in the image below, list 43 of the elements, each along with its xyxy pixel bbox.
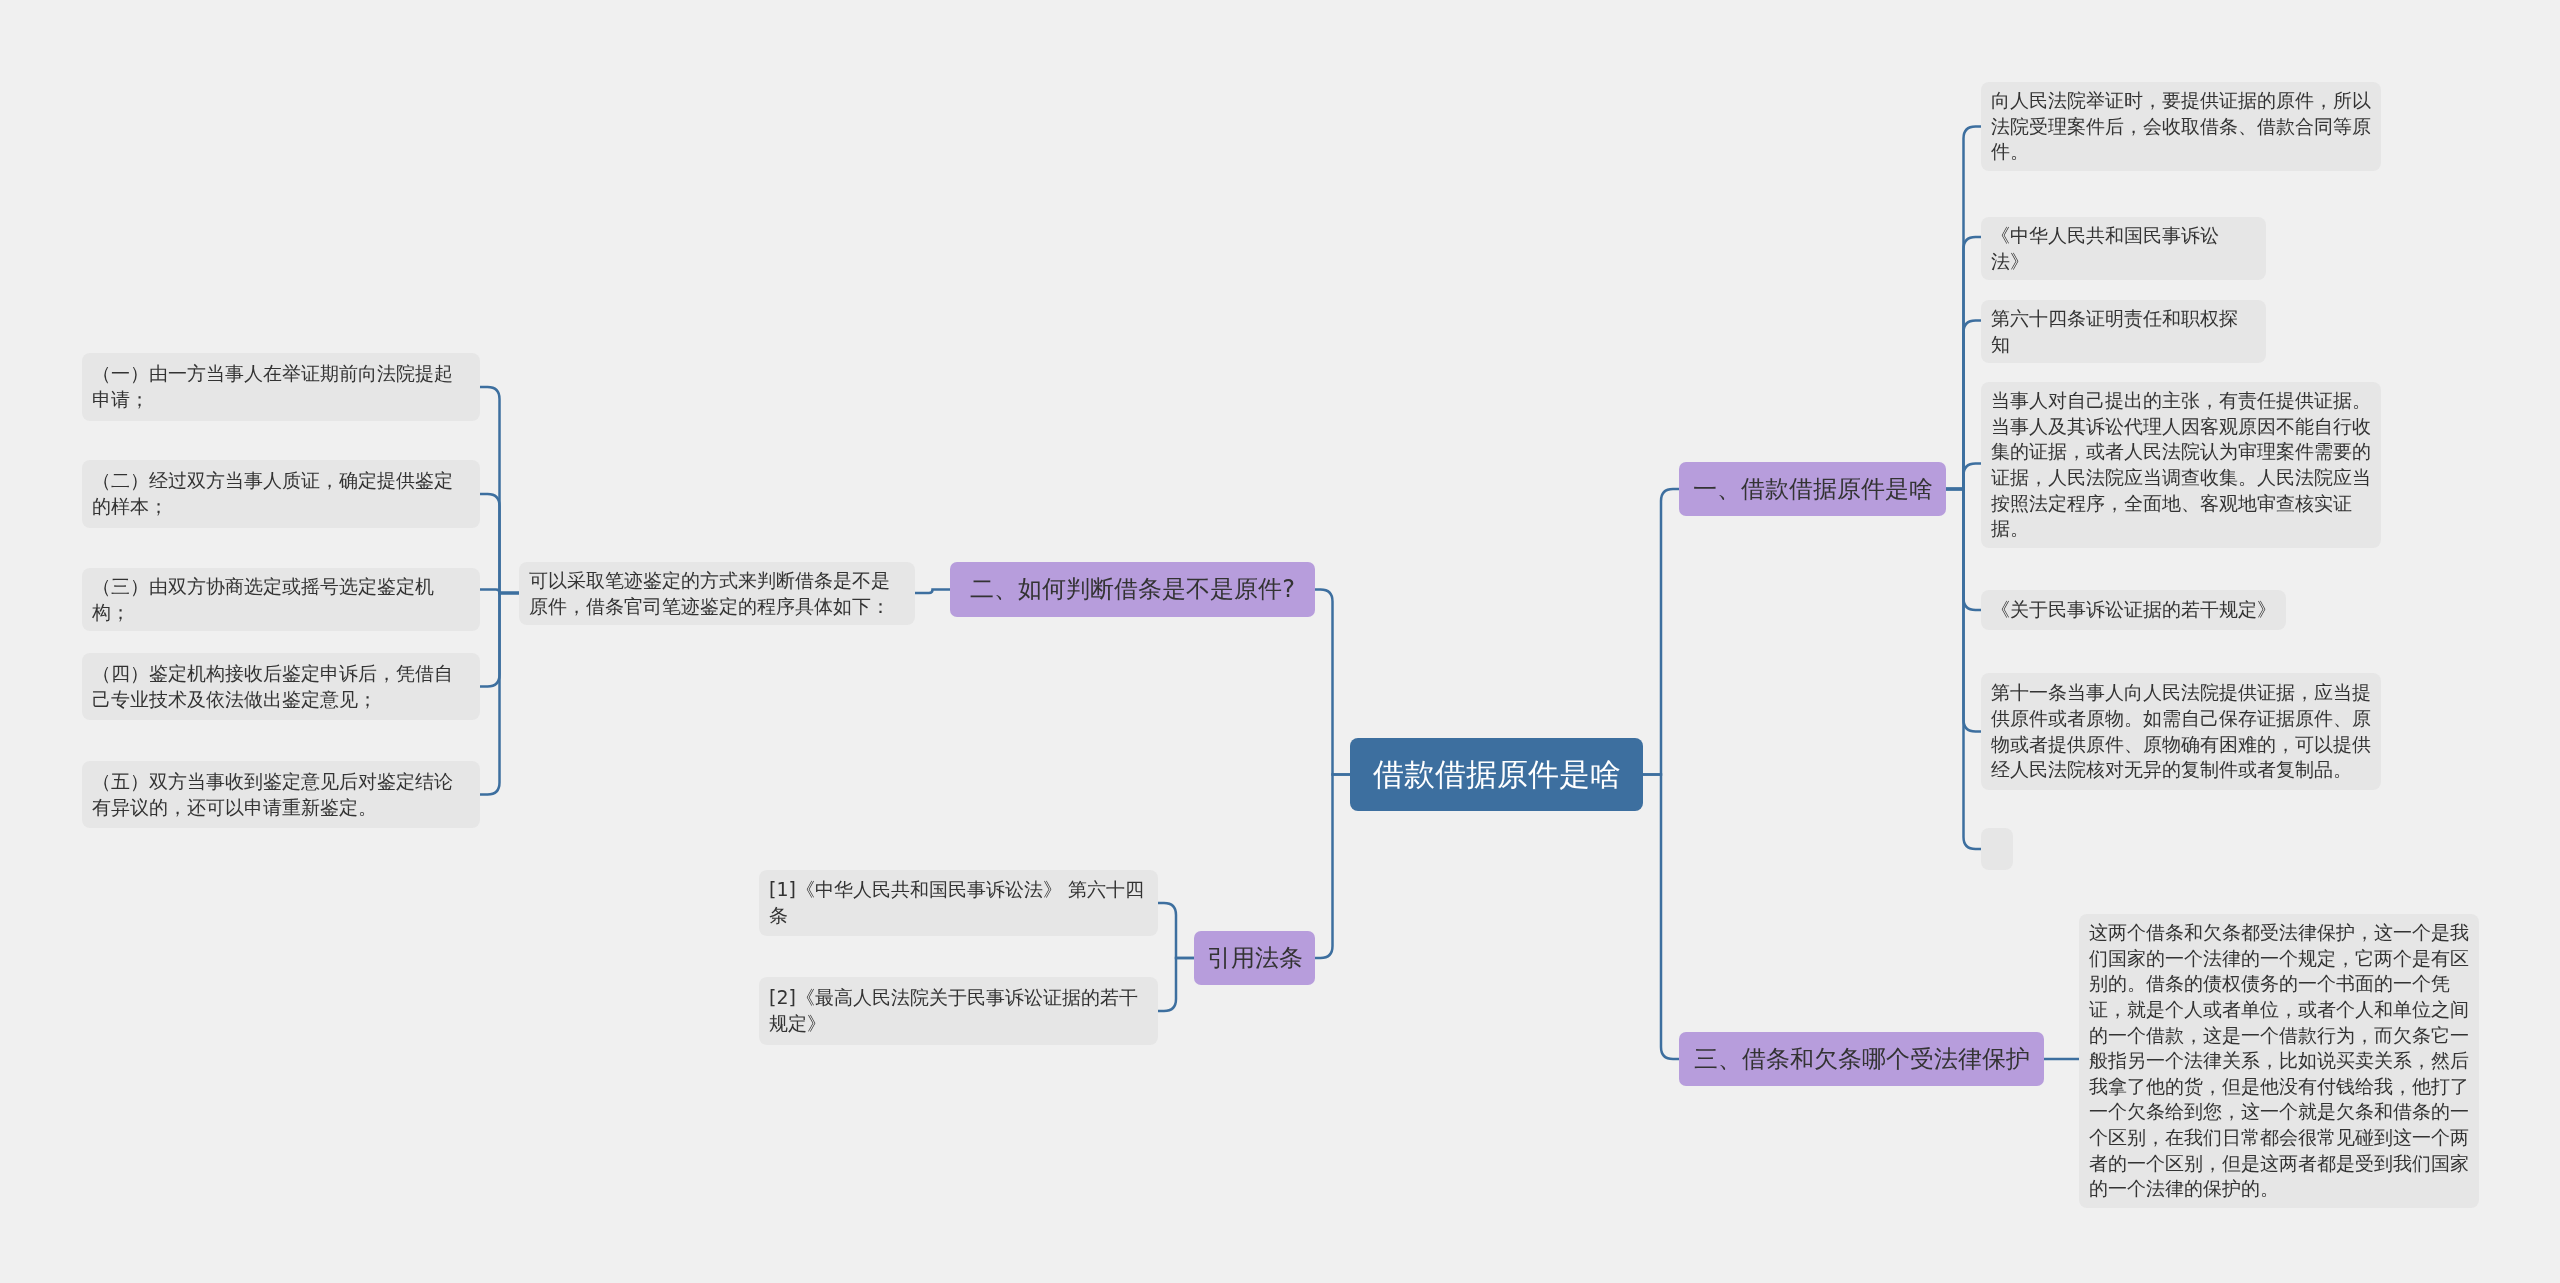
central-topic-text: 借款借据原件是啥: [1372, 754, 1621, 794]
topic-box: [1679, 462, 1946, 516]
connector-line: [915, 588, 950, 595]
note-box: [519, 562, 915, 626]
note-box: [759, 977, 1158, 1045]
note-box: [82, 653, 480, 720]
connector-line: [1158, 956, 1194, 1013]
note-box: [82, 761, 480, 828]
note-text: 《中华人民共和国民事诉讼法》: [1991, 223, 2220, 274]
note-box: [82, 568, 480, 632]
topic-box: [950, 562, 1315, 617]
note-text: [1]《中华人民共和国民事诉讼法》 第六十四条: [769, 877, 1145, 928]
note-box: [1981, 673, 2381, 790]
note-box: [82, 460, 480, 528]
note-text: （四）鉴定机构接收后鉴定申诉后，凭借自己专业技术及依法做出鉴定意见；: [92, 660, 454, 712]
note-text: 向人民法院举证时，要提供证据的原件，所以法院受理案件后，会收取借条、借款合同等原件。: [1991, 88, 2371, 165]
note-box: [1981, 82, 2381, 171]
note-text: （五）双方当事收到鉴定意见后对鉴定结论有异议的，还可以申请重新鉴定。: [92, 768, 454, 820]
topic-text: 二、如何判断借条是不是原件?: [970, 574, 1295, 606]
central-topic-box: [1350, 738, 1643, 811]
note-text: [2]《最高人民法院关于民事诉讼证据的若干规定》: [769, 985, 1139, 1036]
note-text: 《关于民事诉讼证据的若干规定》: [1991, 597, 2276, 623]
topic-box: [1679, 1032, 2044, 1086]
note-text: 可以采取笔迹鉴定的方式来判断借条是不是原件，借条官司笔迹鉴定的程序具体如下：: [529, 568, 891, 619]
note-box: [1981, 590, 2286, 630]
note-box: [1981, 217, 2266, 281]
topic-text: 三、借条和欠条哪个受法律保护: [1693, 1043, 2030, 1075]
topic-text: 引用法条: [1206, 942, 1303, 974]
empty-note-box: [1981, 828, 2013, 870]
note-box: [1981, 300, 2266, 364]
connector-line: [480, 591, 519, 796]
note-text: 第六十四条证明责任和职权探知: [1991, 306, 2239, 357]
note-text: 当事人对自己提出的主张，有责任提供证据。当事人及其诉讼代理人因客观原因不能自行收集的证据，或者人民法院认为审理案件需要的证据，人民法院应当调查收集。人民法院应当按照法定程序，全面地、客观地审查核实证据。: [1991, 388, 2371, 542]
note-text: （一）由一方当事人在举证期前向法院提起申请；: [92, 361, 454, 412]
note-text: （二）经过双方当事人质证，确定提供鉴定的样本；: [92, 468, 454, 519]
note-text: （三）由双方协商选定或摇号选定鉴定机构；: [92, 574, 435, 625]
note-text: 第十一条当事人向人民法院提供证据，应当提供原件或者原物。如需自己保存证据原件、原物或者提供原件、原物确有困难的，可以提供经人民法院核对无异的复制件或者复制品。: [1991, 680, 2371, 783]
topic-text: 一、借款借据原件是啥: [1692, 473, 1933, 505]
note-box: [82, 353, 480, 421]
connector-line: [2044, 1057, 2079, 1061]
note-text: 这两个借条和欠条都受法律保护，这一个是我们国家的一个法律的一个规定，它两个是有区别的。借条的债权债务的一个书面的一个凭证，就是个人或者单位，或者个人和单位之间的一个借款，这是一个借款行为，而欠条它一般指另一个法律关系，比如说买卖关系，然后我拿了他的货，但是他没有付钱给我，他打了一个欠条给到您，这一个就是欠条和借条的一个区别，在我们日常都会很常见碰到这一个两者的一个区别，但是这两者都是受到我们国家的一个法律的保护的。: [2089, 920, 2469, 1202]
note-box: [759, 870, 1158, 936]
topic-box: [1194, 931, 1315, 985]
